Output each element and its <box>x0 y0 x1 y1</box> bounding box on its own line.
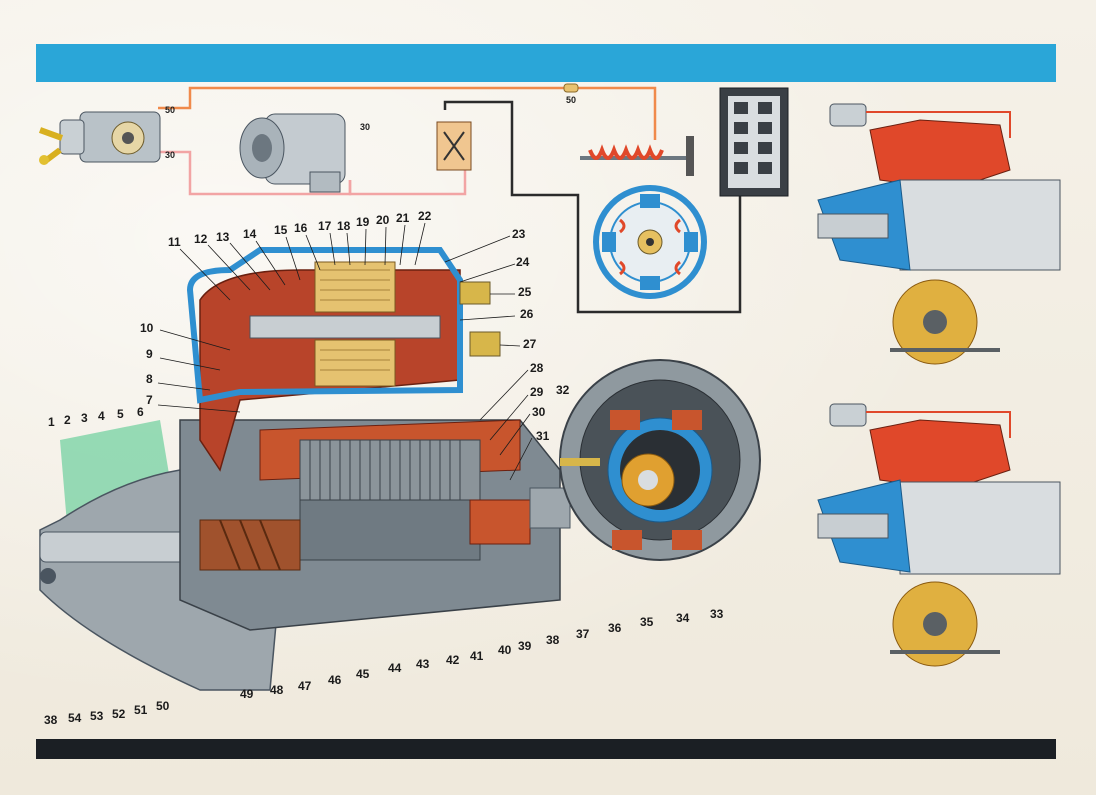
switch-terminal-50: 50 <box>165 105 175 115</box>
callout-27: 27 <box>523 337 537 351</box>
callout-45: 45 <box>356 667 370 681</box>
callout-29: 29 <box>530 385 544 399</box>
callout-3: 3 <box>81 411 88 425</box>
ignition-switch <box>38 111 161 165</box>
callout-53: 53 <box>90 709 104 723</box>
callout-8: 8 <box>146 372 153 386</box>
callout-4: 4 <box>98 409 105 423</box>
callout-32: 32 <box>556 383 570 397</box>
wire-alt-relay <box>348 150 467 196</box>
callout-10: 10 <box>140 321 154 335</box>
switch-terminal-30: 30 <box>165 150 175 160</box>
callout-9: 9 <box>146 347 153 361</box>
callout-40: 40 <box>498 643 512 657</box>
callout-31: 31 <box>536 429 550 443</box>
callout-49: 49 <box>240 687 254 701</box>
fuse <box>563 83 579 93</box>
callout-26: 26 <box>520 307 534 321</box>
callout-20: 20 <box>376 213 390 227</box>
callout-47: 47 <box>298 679 312 693</box>
alternator-terminal-30: 30 <box>360 122 370 132</box>
detail-bottom-right <box>817 403 1061 667</box>
callout-14: 14 <box>243 227 257 241</box>
callout-48: 48 <box>270 683 284 697</box>
callout-6: 6 <box>137 405 144 419</box>
end-plate <box>559 359 761 561</box>
callout-12: 12 <box>194 232 208 246</box>
callout-16: 16 <box>294 221 308 235</box>
wire-50 <box>158 86 657 140</box>
callout-51: 51 <box>134 703 148 717</box>
callout-11: 11 <box>168 235 181 249</box>
callout-21: 21 <box>396 211 410 225</box>
callout-22: 22 <box>418 209 432 223</box>
callout-44: 44 <box>388 661 402 675</box>
callout-42: 42 <box>446 653 460 667</box>
callout-2: 2 <box>64 413 71 427</box>
callout-25: 25 <box>518 285 532 299</box>
callout-13: 13 <box>216 230 230 244</box>
fuse-label: 50 <box>566 95 576 105</box>
top-color-band <box>36 44 1056 82</box>
detail-top-right <box>817 103 1061 365</box>
callout-28: 28 <box>530 361 544 375</box>
callout-33: 33 <box>710 607 724 621</box>
callout-39: 39 <box>518 639 532 653</box>
callout-17: 17 <box>318 219 332 233</box>
callout-38-left: 38 <box>44 713 58 727</box>
callout-19: 19 <box>356 215 370 229</box>
fuse-box <box>719 87 789 197</box>
wiring-diagram: 50 50 30 30 <box>38 83 789 314</box>
starter-cutaway <box>39 222 761 691</box>
bottom-color-band <box>36 739 1056 759</box>
callout-15: 15 <box>274 223 288 237</box>
callout-30: 30 <box>532 405 546 419</box>
alternator <box>239 113 346 193</box>
callout-52: 52 <box>112 707 126 721</box>
callout-50: 50 <box>156 699 170 713</box>
callout-41: 41 <box>470 649 484 663</box>
relay <box>436 121 472 171</box>
callout-35: 35 <box>640 615 654 629</box>
callout-43: 43 <box>416 657 430 671</box>
solenoid-coil <box>580 136 694 176</box>
motor-schematic <box>593 185 707 299</box>
callout-1: 1 <box>48 415 55 429</box>
callout-18: 18 <box>337 219 351 233</box>
callout-46: 46 <box>328 673 342 687</box>
callout-37: 37 <box>576 627 590 641</box>
callout-54: 54 <box>68 711 82 725</box>
callout-labels: 1 2 3 4 5 6 7 8 9 10 11 12 13 14 15 16 1… <box>44 209 724 727</box>
callout-36: 36 <box>608 621 622 635</box>
callout-34: 34 <box>676 611 690 625</box>
callout-24: 24 <box>516 255 530 269</box>
callout-38: 38 <box>546 633 560 647</box>
callout-5: 5 <box>117 407 124 421</box>
wire-ground <box>443 100 742 314</box>
callout-7: 7 <box>146 393 153 407</box>
callout-23: 23 <box>512 227 526 241</box>
